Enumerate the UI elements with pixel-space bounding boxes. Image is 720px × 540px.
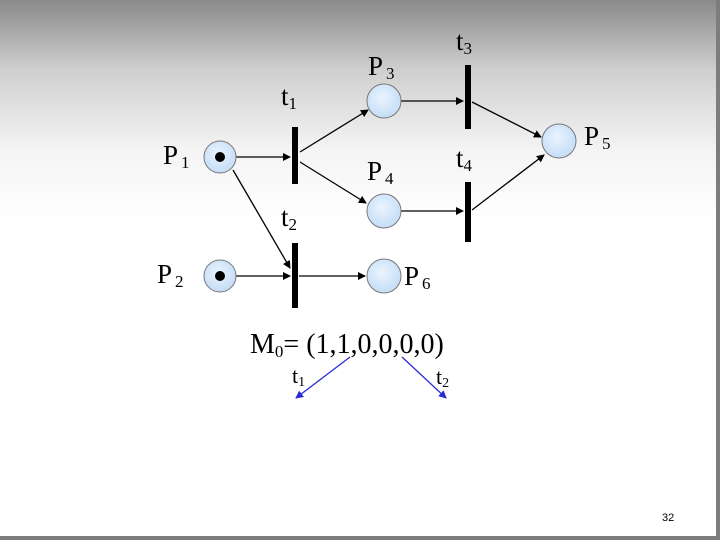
label-p2: P2 (157, 259, 184, 291)
arc-t1-p4 (299, 161, 367, 204)
label-t4: t4 (456, 143, 473, 175)
page-number: 32 (662, 512, 675, 524)
label-p5: P5 (584, 121, 611, 153)
label-t1: t1 (281, 81, 298, 113)
slide-border-right (716, 0, 720, 540)
place-p6 (366, 258, 402, 294)
arc-t4-p5 (471, 154, 545, 211)
slide-border-bottom (0, 536, 720, 540)
arc-t1-p3 (299, 109, 369, 153)
place-p3 (366, 83, 402, 119)
label-t2: t2 (281, 202, 298, 234)
initial-marking: M0= (1,1,0,0,0,0) (250, 329, 444, 361)
arc-t3-p5 (471, 101, 542, 138)
label-p4: P4 (367, 156, 394, 188)
successor-label-t2: t2 (436, 364, 450, 391)
label-p6: P6 (404, 261, 431, 293)
transition-t4 (465, 182, 471, 242)
successor-arrow-t2 (401, 356, 447, 399)
label-p3: P3 (368, 51, 395, 83)
label-p1: P1 (163, 140, 190, 172)
transition-t3 (465, 65, 471, 129)
place-p4 (366, 193, 402, 229)
transition-t2 (292, 243, 298, 308)
arc-p1-t2 (232, 169, 291, 269)
place-p5 (541, 123, 577, 159)
transition-t1 (292, 127, 298, 184)
label-t3: t3 (456, 26, 473, 58)
successor-arrow-t1 (295, 356, 351, 399)
token-p2 (215, 271, 225, 281)
successor-label-t1: t1 (292, 363, 306, 390)
token-p1 (215, 152, 225, 162)
